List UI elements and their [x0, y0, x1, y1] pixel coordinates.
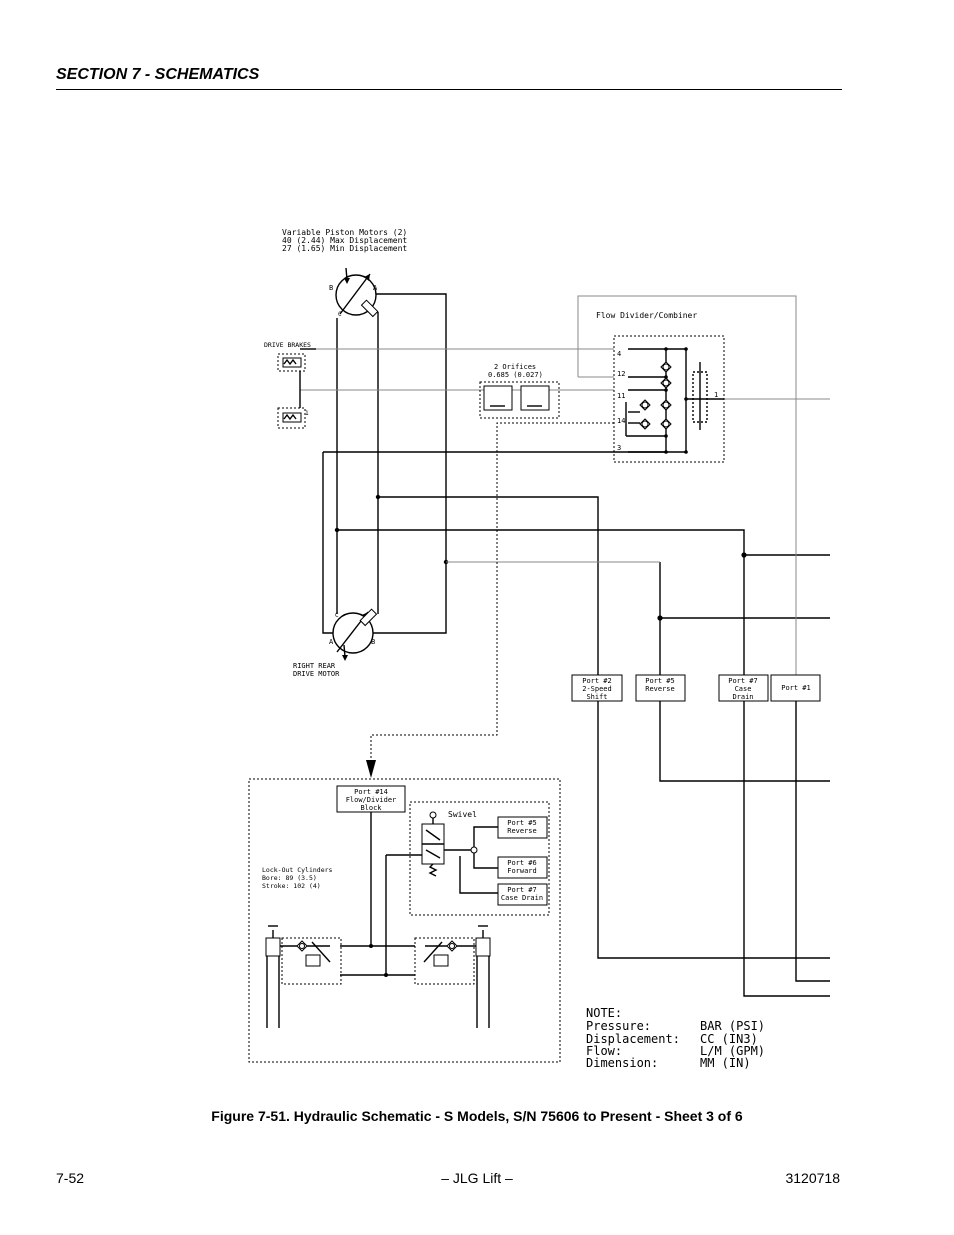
- swivel-port6-label-2: Forward: [507, 867, 537, 875]
- note-pressure-label: Pressure:: [586, 1019, 651, 1033]
- note-displacement-label: Displacement:: [586, 1032, 680, 1046]
- figure-caption: Figure 7-51. Hydraulic Schematic - S Mod…: [211, 1108, 743, 1124]
- top-motor-port-b: B: [329, 284, 333, 292]
- swivel-port6-label-1: Port #6: [507, 859, 537, 867]
- fd-port-12: 12: [617, 370, 625, 378]
- bottom-motor-port-c: C: [335, 612, 339, 619]
- right-rear-label-2: DRIVE MOTOR: [293, 670, 340, 678]
- port2-label-1: Port #2: [582, 677, 612, 685]
- pilot-line: [370, 422, 614, 760]
- junction-dots: [334, 494, 747, 621]
- lockout-label-1: Lock-Out Cylinders: [262, 866, 333, 874]
- bottom-motor-port-a: A: [329, 638, 334, 646]
- orifices: 2 Orifices 0.685 (0.027): [479, 363, 560, 419]
- note-title: NOTE:: [586, 1006, 622, 1020]
- swivel-port5-label-1: Port #5: [507, 819, 537, 827]
- bottom-motor-port-b: B: [371, 638, 375, 646]
- fd-port-3: 3: [617, 444, 621, 452]
- port1-label: Port #1: [781, 684, 811, 692]
- page-number: 7-52: [56, 1170, 85, 1186]
- port-boxes: Port #2 2-Speed Shift Port #5 Reverse Po…: [571, 674, 821, 702]
- orifices-label-1: 2 Orifices: [494, 363, 536, 371]
- motors-title-line1: Variable Piston Motors (2): [282, 228, 407, 237]
- brake-port-number: 1: [305, 410, 309, 417]
- port7-label-2: Case: [735, 685, 752, 693]
- footer-publisher: – JLG Lift –: [441, 1170, 513, 1186]
- flow-divider: Flow Divider/Combiner 4 12 11 14 3 1: [596, 311, 725, 463]
- top-motor-port-c: C: [338, 311, 342, 318]
- units-note: NOTE: Pressure: BAR (PSI) Displacement: …: [586, 1006, 765, 1070]
- port-lines-down: [597, 701, 830, 997]
- fd-port-14: 14: [617, 417, 625, 425]
- pilot-arrow: [366, 760, 376, 778]
- section-header: SECTION 7 - SCHEMATICS: [56, 66, 260, 83]
- drive-brakes-label: DRIVE BRAKES: [264, 341, 311, 349]
- document-number: 3120718: [785, 1170, 840, 1186]
- lockout-area: Port #14 Flow/Divider Block Lock-Out Cyl…: [248, 778, 561, 1063]
- swivel-port7-label-2: Case Drain: [501, 894, 543, 902]
- motors-title-line3: 27 (1.65) Min Displacement: [282, 244, 407, 253]
- port14-label-1: Port #14: [354, 788, 388, 796]
- port7-label-3: Drain: [732, 693, 753, 701]
- orifices-label-2: 0.685 (0.027): [488, 371, 543, 379]
- port7-label-1: Port #7: [728, 677, 758, 685]
- lockout-label-3: Stroke: 102 (4): [262, 882, 321, 890]
- top-motor: B A C: [329, 267, 379, 318]
- right-rear-label-1: RIGHT REAR: [293, 662, 336, 670]
- bottom-motor: C A B: [329, 608, 378, 661]
- flow-divider-label: Flow Divider/Combiner: [596, 311, 697, 320]
- note-flow-label: Flow:: [586, 1044, 622, 1058]
- fd-port-1: 1: [714, 391, 718, 399]
- drive-brakes: DRIVE BRAKES 1: [264, 341, 316, 429]
- port5-label-2: Reverse: [645, 685, 675, 693]
- note-flow-value: L/M (GPM): [700, 1044, 765, 1058]
- fd-port-4: 4: [617, 350, 621, 358]
- top-motor-port-a: A: [373, 284, 378, 292]
- lockout-label-2: Bore: 89 (3.5): [262, 874, 317, 882]
- note-displacement-value: CC (IN3): [700, 1032, 758, 1046]
- port14-label-3: Block: [360, 804, 382, 812]
- port14-label-2: Flow/Divider: [346, 796, 397, 804]
- swivel-label: Swivel: [448, 810, 477, 819]
- swivel-port5-label-2: Reverse: [507, 827, 537, 835]
- port5-label-1: Port #5: [645, 677, 675, 685]
- port2-label-2: 2-Speed: [582, 685, 612, 693]
- swivel-port7-label-1: Port #7: [507, 886, 537, 894]
- note-pressure-value: BAR (PSI): [700, 1019, 765, 1033]
- main-circuit-lines: [322, 293, 830, 675]
- header-rule: [56, 89, 842, 90]
- fd-port-11: 11: [617, 392, 625, 400]
- motors-title: Variable Piston Motors (2) 40 (2.44) Max…: [282, 228, 407, 253]
- note-dimension-value: MM (IN): [700, 1056, 751, 1070]
- drain-lines: [300, 295, 830, 675]
- note-dimension-label: Dimension:: [586, 1056, 658, 1070]
- port2-label-3: Shift: [586, 693, 607, 701]
- motors-title-line2: 40 (2.44) Max Displacement: [282, 236, 407, 245]
